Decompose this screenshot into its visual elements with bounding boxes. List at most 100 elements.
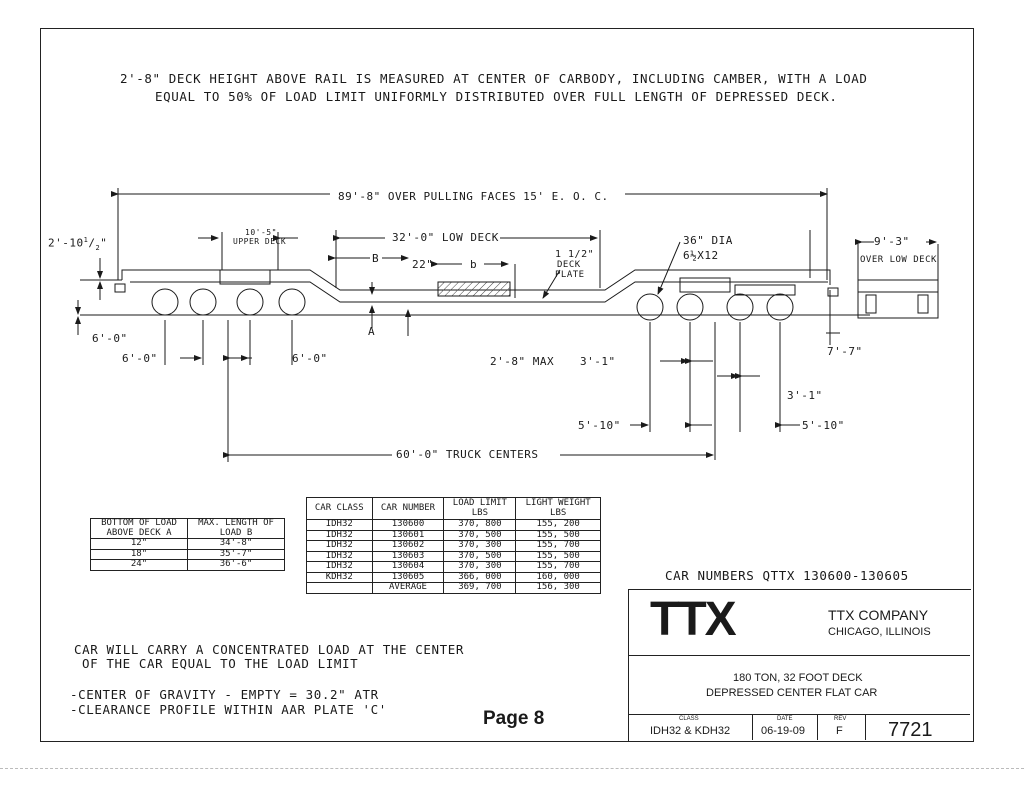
- table-cell: 160, 000: [515, 571, 601, 583]
- three-one-left: 3'-1": [580, 355, 616, 368]
- table-cell: 130600: [371, 519, 445, 531]
- table-cell: 130604: [371, 561, 445, 573]
- class-value: IDH32 & KDH32: [650, 725, 731, 737]
- concentrated-load-note-2: OF THE CAR EQUAL TO THE LOAD LIMIT: [82, 656, 359, 671]
- deck-plate-label-3: PLATE: [555, 270, 585, 280]
- deck-plate-label-1: 1 1/2": [555, 249, 595, 260]
- table-cell: 155, 700: [515, 561, 601, 573]
- deck-plate-label-2: DECK: [557, 260, 581, 270]
- left-height-dim-frac-n: 1: [83, 236, 89, 244]
- concentrated-load-note-1: CAR WILL CARRY A CONCENTRATED LOAD AT TH…: [74, 642, 465, 657]
- title-block: [628, 589, 971, 741]
- six-zero-left: 6'-0": [122, 352, 158, 365]
- table-cell: 34'-8": [187, 538, 285, 550]
- ttx-logo: TTX: [650, 593, 737, 646]
- left-height-dim-frac-d: 2: [95, 243, 101, 252]
- table-cell: 130605: [371, 571, 445, 583]
- company-city: CHICAGO, ILLINOIS: [828, 626, 931, 638]
- table-cell: 370, 500: [443, 550, 517, 562]
- table-cell: IDH32: [306, 519, 373, 531]
- six-zero-height: 6'-0": [92, 332, 128, 345]
- rev-value: F: [836, 725, 843, 737]
- table-cell: 366, 000: [443, 571, 517, 583]
- class-label: CLASS: [679, 716, 699, 722]
- deck-height-note-line2: EQUAL TO 50% OF LOAD LIMIT UNIFORMLY DIS…: [155, 89, 838, 104]
- car-elevation-diagram: [75, 188, 939, 462]
- six-zero-right: 6'-0": [292, 352, 328, 365]
- dim-22-label: 22": [412, 258, 434, 271]
- over-low-deck-dim: 9'-3": [874, 235, 910, 248]
- car-numbers-label: CAR NUMBERS QTTX 130600-130605: [665, 568, 909, 583]
- over-low-deck-label: OVER LOW DECK: [860, 255, 937, 265]
- table-cell: AVERAGE: [371, 582, 445, 594]
- table-cell: KDH32: [306, 571, 373, 583]
- max-height-dim: 2'-8" MAX: [490, 355, 555, 368]
- table-row: 12"34'-8": [90, 538, 285, 550]
- table-cell: [306, 582, 373, 594]
- rev-label: REV: [834, 716, 847, 722]
- table-cell: 36'-6": [187, 559, 285, 571]
- table-cell: 155, 500: [515, 529, 601, 541]
- left-height-dim-whole: 2'-10: [48, 236, 84, 250]
- low-deck-dim: 32'-0" LOW DECK: [392, 231, 499, 244]
- table-cell: 370, 800: [443, 519, 517, 531]
- date-value: 06-19-09: [761, 725, 806, 737]
- title-block-divider-2: [628, 714, 970, 715]
- desc-line-2: DEPRESSED CENTER FLAT CAR: [706, 687, 878, 699]
- car-table-header-number: CAR NUMBER: [371, 497, 445, 520]
- title-col-divider-1: [752, 714, 753, 740]
- title-col-divider-2: [817, 714, 818, 740]
- table-cell: 370, 500: [443, 529, 517, 541]
- table-cell: 130602: [371, 540, 445, 552]
- table-cell: IDH32: [306, 550, 373, 562]
- table-cell: 18": [90, 548, 188, 560]
- deck-height-note-line1: 2'-8" DECK HEIGHT ABOVE RAIL IS MEASURED…: [120, 71, 868, 86]
- table-row: 24"36'-6": [90, 559, 285, 571]
- page-label: Page 8: [483, 708, 545, 729]
- left-height-dim-tail: ": [100, 236, 108, 250]
- wheel-dia-label: 36" DIA: [683, 234, 733, 247]
- three-one-right: 3'-1": [787, 389, 823, 402]
- table-cell: 130601: [371, 529, 445, 541]
- truck-centers-dim: 60'-0" TRUCK CENTERS: [396, 448, 539, 461]
- table-cell: 156, 300: [515, 582, 601, 594]
- over-pulling-dim: 89'-8" OVER PULLING FACES 15' E. O. C.: [338, 190, 609, 203]
- left-height-dim: 2'-101/2": [48, 236, 108, 252]
- axle-label: 6½X12: [683, 249, 719, 262]
- table-cell: 370, 300: [443, 561, 517, 573]
- upper-deck-dim-1: 10'-5": [245, 228, 277, 237]
- table-cell: 370, 300: [443, 540, 517, 552]
- load-block: [437, 281, 511, 297]
- table-cell: IDH32: [306, 561, 373, 573]
- title-col-divider-3: [865, 714, 866, 740]
- company-name: TTX COMPANY: [828, 607, 929, 623]
- five-ten-left: 5'-10": [578, 419, 621, 432]
- upper-deck-dim-2: UPPER DECK: [233, 237, 287, 246]
- table-cell: IDH32: [306, 529, 373, 541]
- date-label: DATE: [777, 716, 793, 722]
- table-cell: 130603: [371, 550, 445, 562]
- table-cell: 155, 200: [515, 519, 601, 531]
- table-cell: IDH32: [306, 540, 373, 552]
- desc-line-1: 180 TON, 32 FOOT DECK: [733, 672, 863, 684]
- table-cell: 24": [90, 559, 188, 571]
- seven-seven-dim: 7'-7": [827, 345, 863, 358]
- table-cell: 12": [90, 538, 188, 550]
- table-cell: 369, 700: [443, 582, 517, 594]
- table-cell: 155, 500: [515, 550, 601, 562]
